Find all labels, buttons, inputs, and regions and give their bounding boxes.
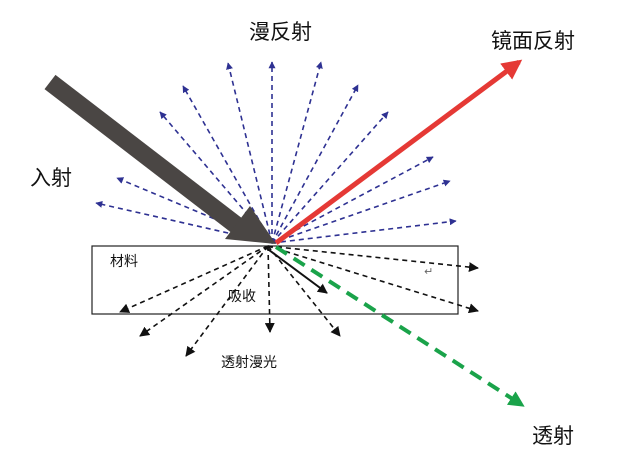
diffuse-ray xyxy=(271,61,323,244)
label-absorption: 吸收 xyxy=(228,289,256,305)
scatter-ray xyxy=(264,245,275,333)
transmitted-diffuse-rays xyxy=(119,245,479,357)
diffuse-ray xyxy=(271,179,451,244)
label-material: 材料 xyxy=(110,254,138,270)
specular-reflection-arrow xyxy=(274,59,523,246)
scatter-ray xyxy=(267,245,479,314)
label-transmission: 透射 xyxy=(532,424,574,448)
incident-arrowhead xyxy=(225,206,276,244)
return-mark: ↵ xyxy=(424,265,434,278)
label-transmitted-diffuse: 透射漫光 xyxy=(221,355,277,371)
transmission-arrow xyxy=(274,245,525,407)
material-block xyxy=(91,245,459,315)
diffuse-ray xyxy=(271,111,389,244)
label-incident: 入射 xyxy=(30,166,72,190)
scatter-ray xyxy=(267,245,479,273)
scatter-ray xyxy=(185,245,269,357)
label-specular-reflection: 镜面反射 xyxy=(491,29,575,53)
scatter-ray xyxy=(139,245,269,337)
diffuse-ray xyxy=(226,62,273,244)
label-diffuse-reflection: 漫反射 xyxy=(249,20,312,44)
incident-beam xyxy=(44,74,246,236)
scatter-ray xyxy=(267,245,341,337)
scatter-ray xyxy=(119,245,269,313)
absorption-arrow xyxy=(264,246,328,294)
diffuse-ray xyxy=(271,218,457,244)
diffuse-ray xyxy=(271,84,359,244)
